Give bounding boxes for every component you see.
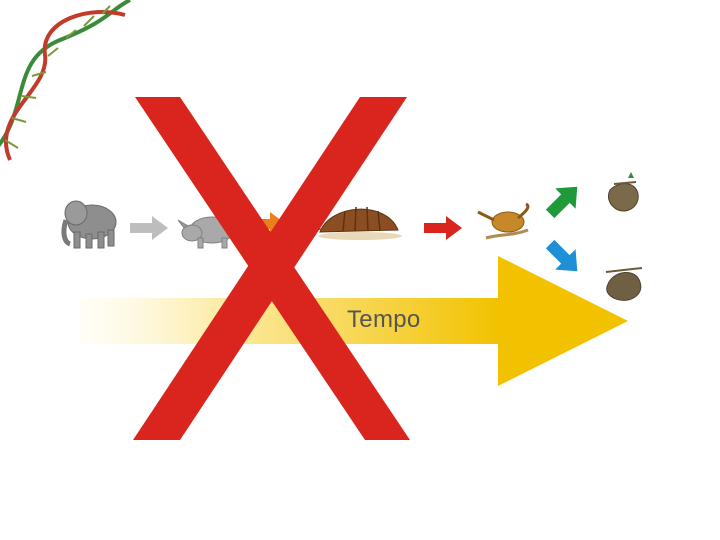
armadillo-icon xyxy=(304,206,402,240)
time-arrow-label: Tempo xyxy=(347,306,421,333)
branch-arrow-down xyxy=(545,239,578,272)
anteater-icon xyxy=(477,202,530,240)
elephant-icon xyxy=(61,200,117,249)
branch-arrow-up xyxy=(545,186,578,219)
sloth-icon-top xyxy=(607,172,639,212)
branch-arrows xyxy=(545,186,578,272)
sloth-icon-bottom xyxy=(605,267,643,301)
cross-out-x xyxy=(133,97,410,440)
sequence-arrow xyxy=(130,216,168,240)
dna-helix-icon xyxy=(0,0,131,161)
sequence-arrow xyxy=(424,216,462,240)
